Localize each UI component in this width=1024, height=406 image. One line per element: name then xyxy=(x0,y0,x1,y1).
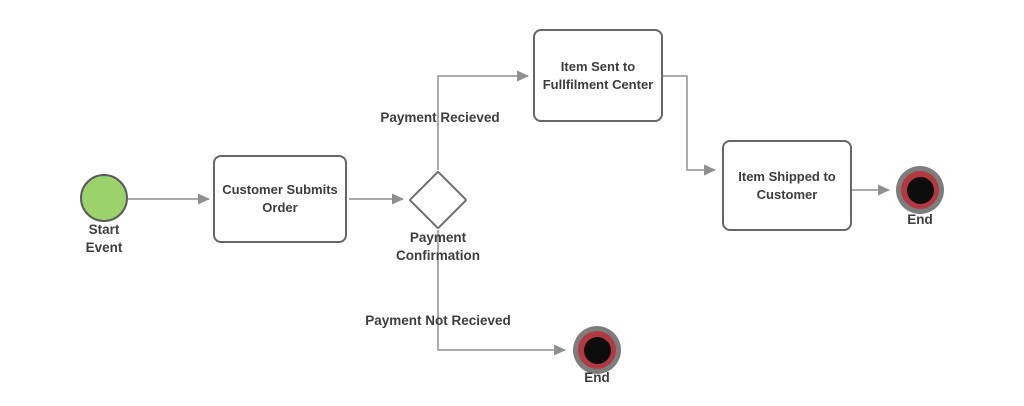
edge-item-sent-to-item-shipped xyxy=(661,75,716,176)
end-event-payment-failed-label: End xyxy=(584,370,610,385)
end-event-main xyxy=(896,166,944,214)
edge-decision-to-item-sent xyxy=(437,70,529,170)
end-event-payment-failed-ring xyxy=(578,331,616,369)
end-event-payment-failed-core xyxy=(583,336,611,364)
edge-decision-to-end-payment-failed xyxy=(437,230,566,356)
start-event-node xyxy=(80,174,128,222)
task-item-shipped-to-customer: Item Shipped to Customer xyxy=(722,140,852,231)
start-event-label: Start Event xyxy=(85,222,123,255)
end-event-main-core xyxy=(906,176,934,204)
end-event-payment-failed xyxy=(573,326,621,374)
edge-label-payment-not-received: Payment Not Recieved xyxy=(365,313,511,328)
task-item-shipped-to-customer-label: Item Shipped to Customer xyxy=(738,168,836,202)
task-item-sent-to-fulfilment-center-label: Item Sent to Fullfilment Center xyxy=(542,58,654,92)
edge-label-payment-received: Payment Recieved xyxy=(380,110,500,125)
task-customer-submits-order: Customer Submits Order xyxy=(213,155,347,243)
end-event-main-label: End xyxy=(907,212,933,227)
end-event-main-ring xyxy=(901,171,939,209)
task-customer-submits-order-label: Customer Submits Order xyxy=(222,182,338,215)
task-item-sent-to-fulfilment-center: Item Sent to Fullfilment Center xyxy=(533,29,663,122)
decision-payment-confirmation-label: Payment Confirmation xyxy=(396,230,480,263)
